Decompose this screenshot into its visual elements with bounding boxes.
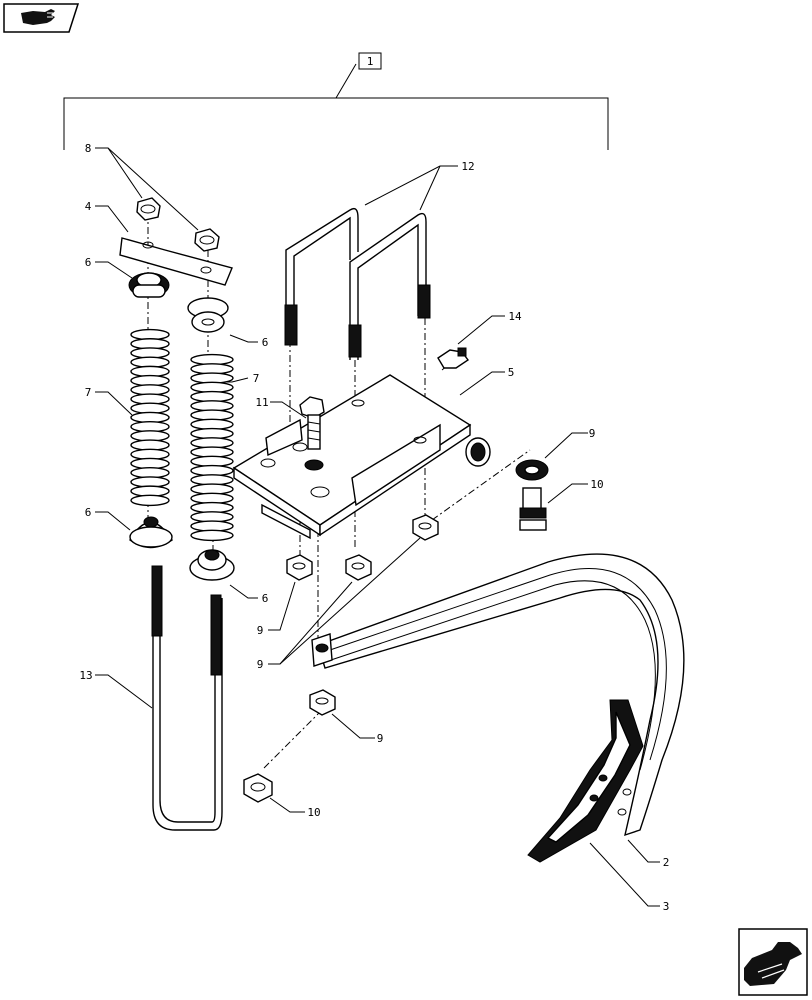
callout-9: 9	[257, 658, 264, 671]
spring-7-left	[130, 328, 170, 507]
spring-7-right	[190, 353, 234, 542]
callout-6: 6	[85, 256, 92, 269]
callout-11: 11	[255, 396, 268, 409]
callout-10: 10	[307, 806, 320, 819]
callout-8: 8	[85, 142, 92, 155]
callout-10: 10	[590, 478, 603, 491]
callout-9: 9	[589, 427, 596, 440]
spring-seat-6-top-left	[128, 272, 170, 298]
previous-page-button[interactable]	[3, 3, 80, 33]
callout-7: 7	[253, 372, 260, 385]
bolt-10	[519, 487, 547, 531]
hand-pointing-left-icon	[3, 3, 80, 33]
bracket-plate-5	[232, 374, 491, 540]
bolt-11	[299, 396, 325, 450]
callout-6: 6	[262, 336, 269, 349]
hand-pointing-right-icon	[738, 928, 808, 996]
nut-10	[243, 773, 273, 803]
nut-9-group	[286, 459, 549, 716]
assembly-bracket: 1	[63, 52, 609, 150]
shank-2	[311, 553, 685, 837]
reference-box-label: 1	[367, 55, 374, 68]
point-3	[527, 699, 644, 863]
callout-2: 2	[663, 856, 670, 869]
nut-8	[136, 197, 220, 252]
plate-4	[119, 237, 233, 286]
grease-fitting-14	[437, 347, 470, 369]
spring-coil	[130, 494, 170, 507]
spring-seat-6-top-right	[187, 297, 229, 333]
callout-7: 7	[85, 386, 92, 399]
callout-4: 4	[85, 200, 92, 213]
spring-coil	[190, 529, 234, 542]
callout-6: 6	[262, 592, 269, 605]
u-bolt-12-pair	[284, 207, 431, 360]
callout-3: 3	[663, 900, 670, 913]
spring-seat-6-bottom-left	[129, 516, 173, 549]
callout-14: 14	[508, 310, 522, 323]
spring-seat-6-bottom-right	[189, 549, 235, 581]
callout-5: 5	[508, 366, 515, 379]
callout-labels: 8 4 6 6 7 7 6 6 13 12 11 14 5 9 10 9 9 9…	[79, 142, 669, 913]
leader-lines	[95, 147, 660, 907]
callout-9: 9	[257, 624, 264, 637]
callout-9: 9	[377, 732, 384, 745]
u-bolt-13	[151, 565, 223, 831]
callout-13: 13	[79, 669, 92, 682]
callout-6: 6	[85, 506, 92, 519]
next-page-button[interactable]	[738, 928, 808, 996]
callout-12: 12	[461, 160, 474, 173]
